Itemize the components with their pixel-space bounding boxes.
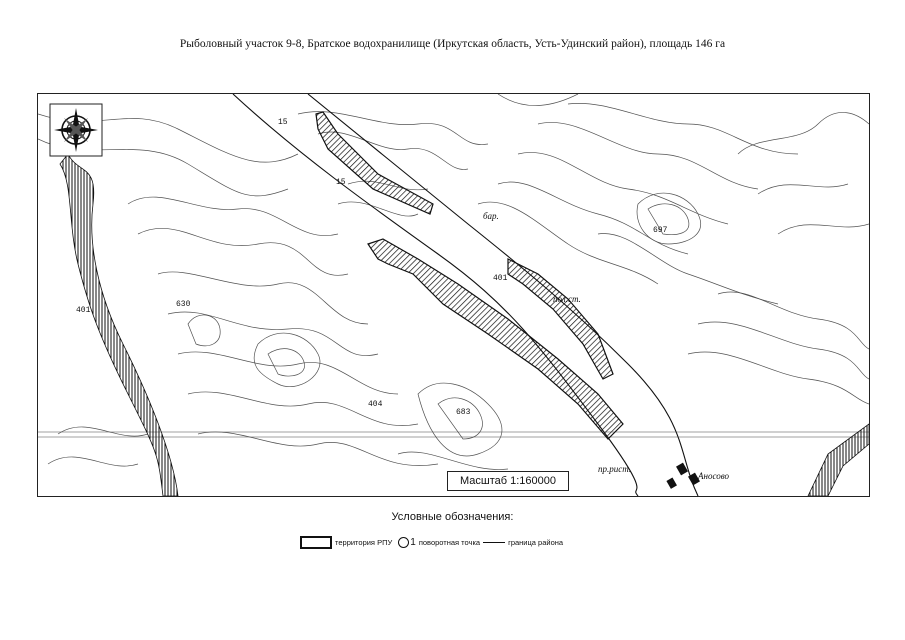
rpu-territory-swatch — [300, 535, 332, 549]
elevation-label: 697 — [653, 226, 668, 235]
compass-rose-icon — [49, 103, 103, 157]
district-boundary-left — [59, 153, 179, 496]
settlement-blocks — [666, 462, 700, 489]
elevation-label: 683 — [456, 408, 471, 417]
place-label: бар. — [483, 211, 499, 221]
turning-point-symbol: 1 — [398, 536, 416, 548]
turning-point-circle-icon — [398, 536, 410, 548]
legend-boundary-label: граница района — [508, 537, 564, 547]
elevation-label: 404 — [368, 400, 383, 409]
turning-point-number: 1 — [410, 536, 416, 548]
legend-rpu-label: территория РПУ — [335, 537, 393, 547]
place-label: пол.ст. — [553, 294, 581, 304]
map-title: Рыболовный участок 9-8, Братское водохра… — [179, 38, 726, 50]
map-grid-lines — [38, 431, 869, 438]
map-scale-label: Масштаб 1:160000 — [447, 471, 569, 491]
elevation-label: 401 — [76, 306, 91, 315]
legend-point-label: поворотная точка — [418, 537, 481, 547]
point-label: 15 — [278, 118, 288, 127]
elevation-label: 630 — [176, 300, 191, 309]
point-label: 15 — [336, 178, 346, 187]
legend: территория РПУ 1 поворотная точка границ… — [300, 533, 563, 551]
district-boundary-right — [807, 423, 869, 496]
place-label: пр.рист. — [598, 464, 631, 474]
topographic-map: 630 401 404 683 697 401 бар. пол.ст. пр.… — [38, 94, 869, 496]
rpu-territory — [315, 111, 624, 440]
boundary-line-symbol — [483, 541, 506, 543]
elevation-label: 401 — [493, 274, 508, 283]
place-label: Аносово — [697, 471, 730, 481]
legend-title: Условные обозначения: — [391, 511, 514, 523]
map-area[interactable]: 630 401 404 683 697 401 бар. пол.ст. пр.… — [37, 93, 870, 497]
